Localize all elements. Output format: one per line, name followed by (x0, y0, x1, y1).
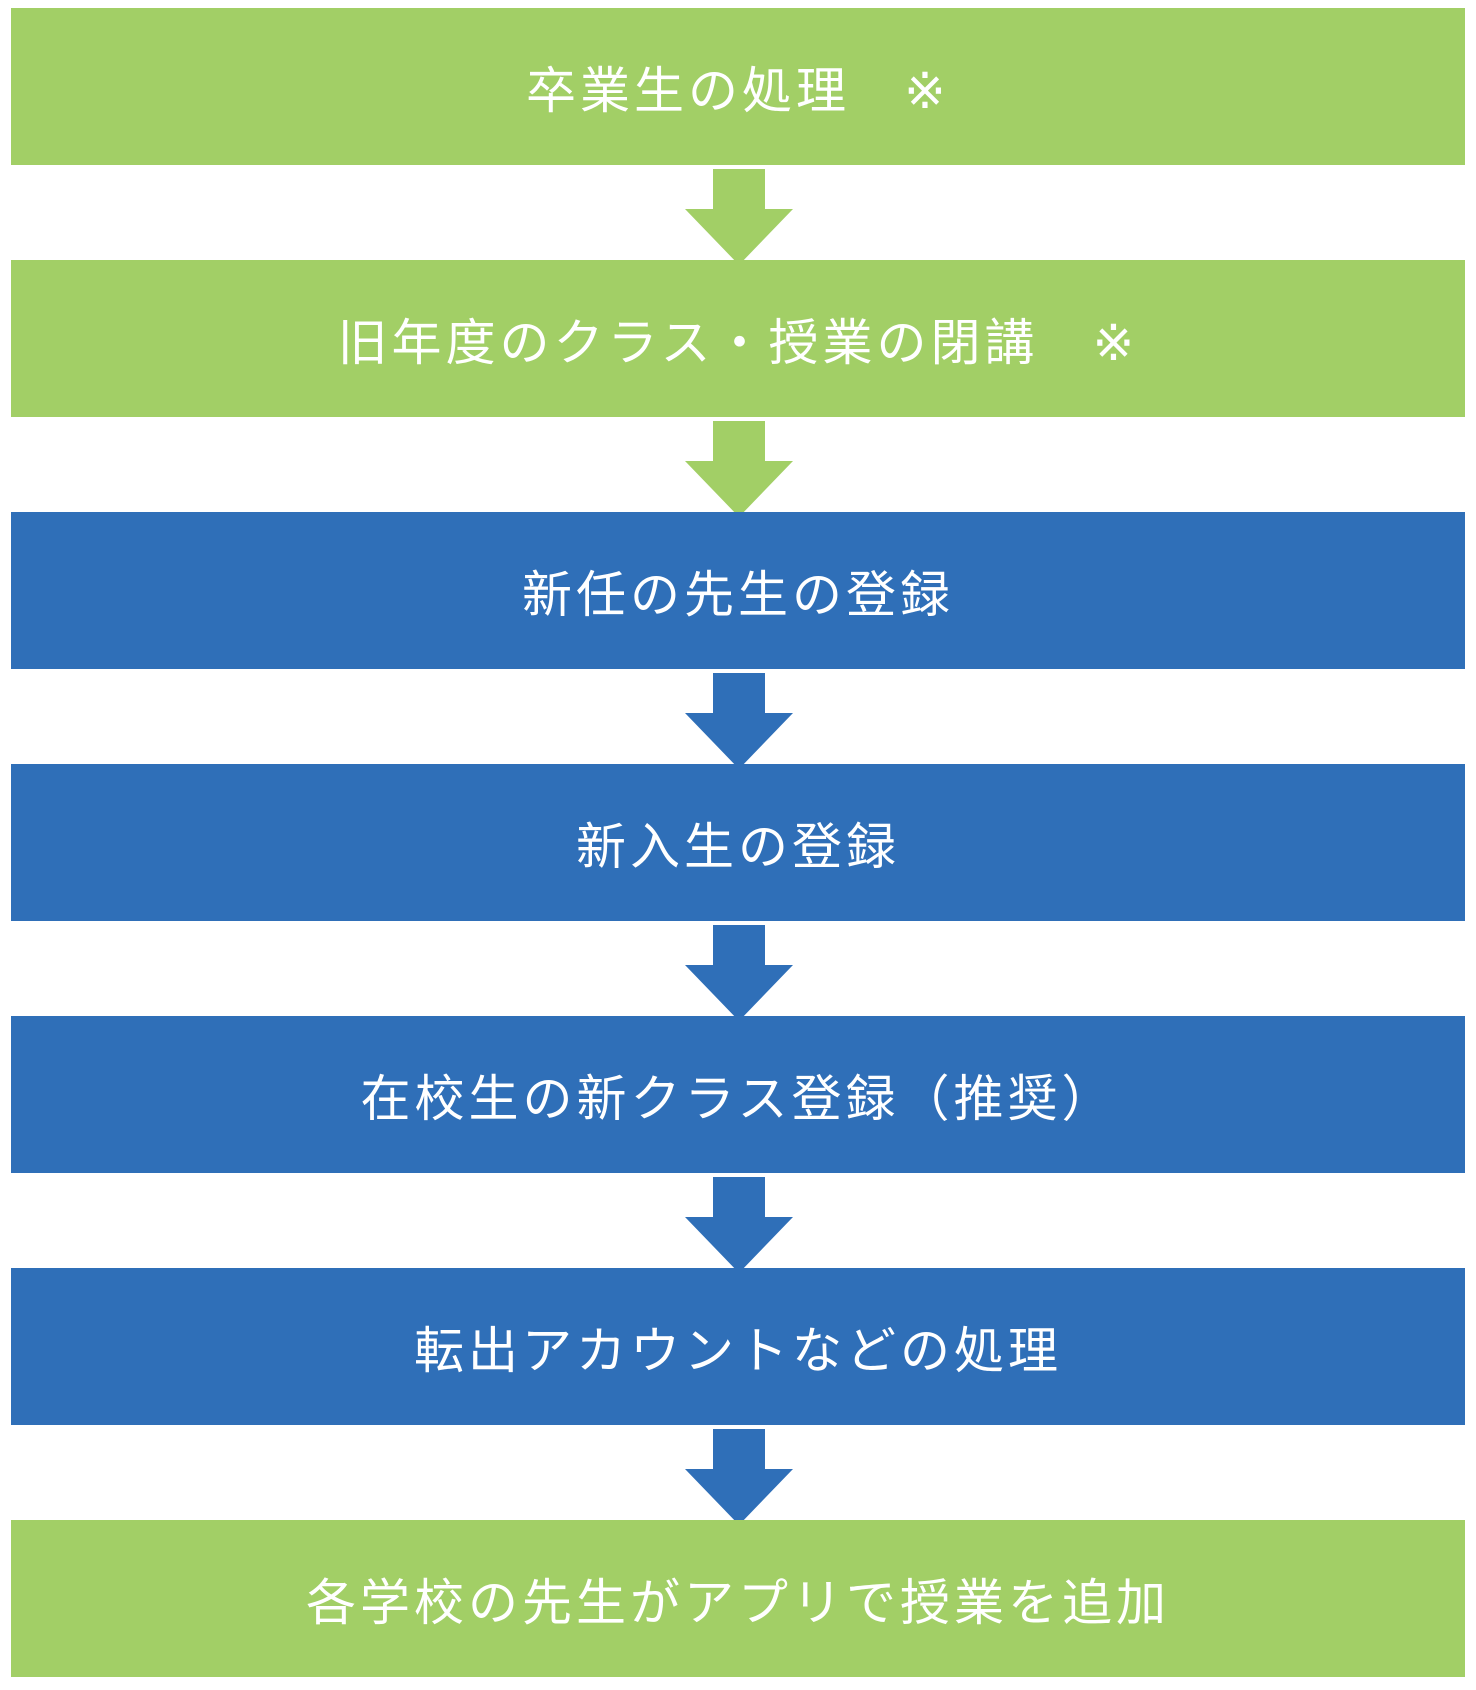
step-box-graduates: 卒業生の処理 ※ (11, 8, 1465, 165)
step-box-new-class-enrollment: 在校生の新クラス登録（推奨） (11, 1016, 1465, 1173)
down-arrow-icon (685, 1429, 793, 1525)
down-arrow-icon (685, 169, 793, 265)
step-label: 在校生の新クラス登録（推奨） (360, 1069, 1116, 1128)
step-label: 新任の先生の登録 (522, 565, 954, 624)
down-arrow-icon (685, 673, 793, 769)
step-box-new-teachers: 新任の先生の登録 (11, 512, 1465, 669)
step-box-transfer-accounts: 転出アカウントなどの処理 (11, 1268, 1465, 1425)
down-arrow-icon (685, 421, 793, 517)
step-label: 各学校の先生がアプリで授業を追加 (306, 1573, 1170, 1632)
step-label: 新入生の登録 (576, 817, 900, 876)
step-box-new-students: 新入生の登録 (11, 764, 1465, 921)
step-label: 卒業生の処理 ※ (526, 61, 950, 120)
step-box-close-old-classes: 旧年度のクラス・授業の閉講 ※ (11, 260, 1465, 417)
step-label: 旧年度のクラス・授業の閉講 ※ (337, 313, 1139, 372)
down-arrow-icon (685, 1177, 793, 1273)
step-box-add-classes-in-app: 各学校の先生がアプリで授業を追加 (11, 1520, 1465, 1677)
down-arrow-icon (685, 925, 793, 1021)
step-label: 転出アカウントなどの処理 (414, 1321, 1062, 1380)
